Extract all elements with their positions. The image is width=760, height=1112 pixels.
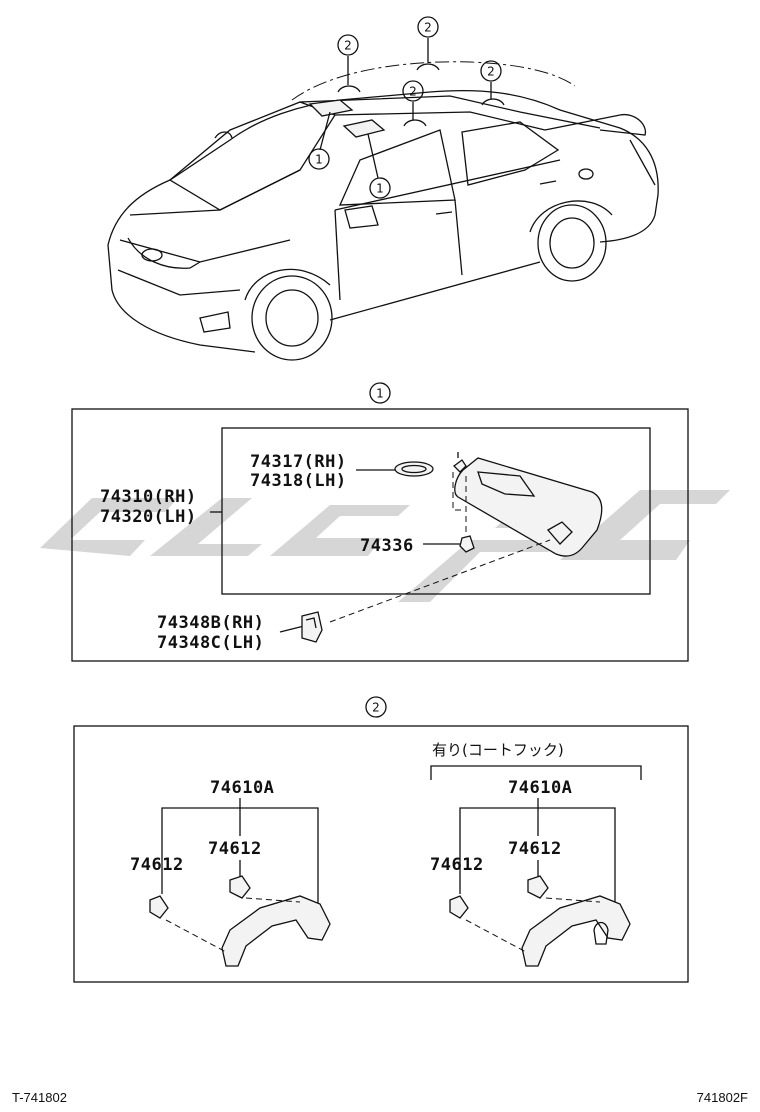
callout-2-c: 2 xyxy=(402,80,424,102)
section-1-callout: 1 xyxy=(369,382,391,404)
svg-text:2: 2 xyxy=(372,701,380,715)
label-74612-left-a: 74612 xyxy=(130,855,184,875)
visor-holder-part xyxy=(301,611,323,643)
visor-assembly-frame xyxy=(221,427,651,595)
car-visor-right-part xyxy=(342,119,386,138)
sun-visor-part xyxy=(454,457,603,557)
car-visor-left-part xyxy=(308,99,354,117)
label-74318: 74318(LH) xyxy=(250,471,347,491)
assist-grip-right-part xyxy=(521,895,631,967)
grip-section: 2 74610A 74612 74612 有り(コートフック) 74610A 7… xyxy=(73,696,689,983)
label-74348c: 74348C(LH) xyxy=(157,633,264,653)
label-74310: 74310(RH) xyxy=(100,487,197,507)
grip-cover-left-b-part xyxy=(229,875,251,899)
callout-2-b: 2 xyxy=(417,16,439,38)
label-74317: 74317(RH) xyxy=(250,452,347,472)
svg-text:1: 1 xyxy=(376,387,384,401)
label-74610a-right: 74610A xyxy=(508,778,572,798)
label-74610a-left: 74610A xyxy=(210,778,274,798)
label-74336: 74336 xyxy=(360,536,414,556)
grip-left-group: 74610A 74612 74612 xyxy=(130,778,331,967)
car-illustration xyxy=(107,89,659,361)
grip-cover-left-a-part xyxy=(149,895,169,919)
callout-2-a: 2 xyxy=(337,34,359,56)
callout-1-b: 1 xyxy=(369,177,391,199)
assist-grip-left-part xyxy=(221,895,331,967)
footer-right-code: 741802F xyxy=(697,1090,748,1105)
label-74612-right-b: 74612 xyxy=(508,839,562,859)
visor-section: 1 74317(RH) 74318(LH) 74310(RH) 74320(LH… xyxy=(71,382,689,662)
svg-text:1: 1 xyxy=(376,182,384,196)
svg-text:2: 2 xyxy=(487,65,495,79)
label-74612-left-b: 74612 xyxy=(208,839,262,859)
svg-text:1: 1 xyxy=(315,153,323,167)
coat-hook-note: 有り(コートフック) xyxy=(432,741,564,759)
svg-text:2: 2 xyxy=(424,21,432,35)
coat-hook-part xyxy=(593,921,609,945)
visor-clip-part xyxy=(459,535,475,553)
callout-1-a: 1 xyxy=(308,148,330,170)
label-74348b: 74348B(RH) xyxy=(157,613,264,633)
section-2-callout: 2 xyxy=(365,696,387,718)
svg-text:2: 2 xyxy=(409,85,417,99)
callout-2-d: 2 xyxy=(480,60,502,82)
visor-section-frame xyxy=(71,408,689,662)
svg-text:2: 2 xyxy=(344,39,352,53)
label-74320: 74320(LH) xyxy=(100,507,197,527)
car-callouts: 2 2 2 2 1 1 xyxy=(291,16,576,199)
grip-cover-right-a-part xyxy=(449,895,469,919)
mirror-cover-part xyxy=(394,461,434,477)
coat-hook-bracket xyxy=(430,765,642,780)
label-74612-right-a: 74612 xyxy=(430,855,484,875)
grip-section-frame xyxy=(73,725,689,983)
footer-left-code: T-741802 xyxy=(12,1090,67,1105)
grip-cover-right-b-part xyxy=(527,875,549,899)
grip-right-group: 有り(コートフック) 74610A 74612 74612 xyxy=(430,741,642,967)
